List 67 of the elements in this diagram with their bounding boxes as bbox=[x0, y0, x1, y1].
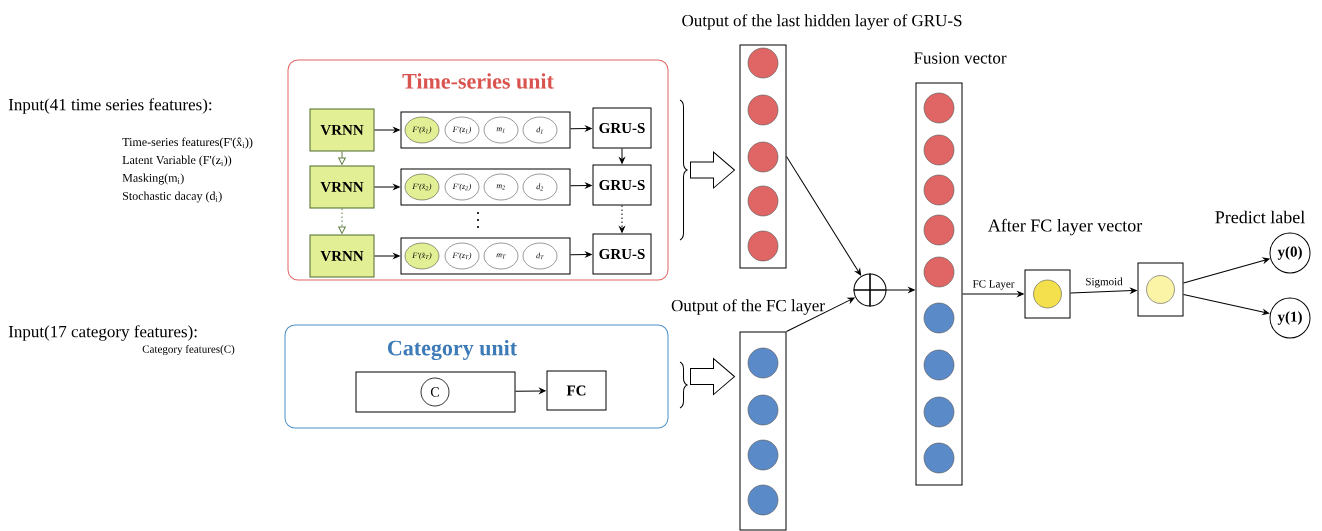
neuron-circle bbox=[747, 439, 779, 471]
layer-box: GRU-S bbox=[592, 164, 652, 206]
arrow bbox=[619, 205, 625, 233]
arrow bbox=[619, 148, 625, 164]
vrnn-box: VRNN bbox=[309, 108, 375, 152]
neuron-circle bbox=[923, 134, 955, 166]
arrow bbox=[570, 125, 592, 132]
neuron-circle bbox=[747, 230, 779, 262]
sum-symbol bbox=[852, 272, 888, 308]
column-heading: Output of the FC layer bbox=[671, 299, 825, 315]
arrow bbox=[338, 208, 346, 234]
neuron-circle bbox=[747, 347, 779, 379]
feature-row-box bbox=[400, 168, 571, 206]
text-label: Stochastic dacay (d$_{i}$) bbox=[123, 191, 222, 203]
neuron-circle bbox=[747, 484, 779, 516]
vrnn-box: VRNN bbox=[309, 165, 375, 209]
neuron-circle bbox=[923, 349, 955, 381]
arrow bbox=[570, 251, 592, 258]
neuron-circle bbox=[747, 394, 779, 426]
feature-row-box bbox=[400, 111, 571, 149]
layer-box: GRU-S bbox=[592, 233, 652, 275]
block-arrow bbox=[690, 151, 735, 189]
edge-label: Sigmoid bbox=[1084, 276, 1124, 289]
arrow bbox=[1183, 294, 1270, 315]
text-label: Latent Variable (F'(z$_{i}$)) bbox=[122, 155, 232, 167]
neuron-circle bbox=[747, 185, 779, 217]
arrow bbox=[886, 287, 915, 293]
arrow bbox=[786, 297, 855, 332]
text-label: Input(41 time series features): bbox=[8, 98, 212, 114]
layer-box: FC bbox=[546, 370, 607, 411]
arrow bbox=[786, 156, 862, 276]
neuron-circle bbox=[923, 396, 955, 428]
column-heading: Fusion vector bbox=[914, 52, 1007, 64]
arrow bbox=[570, 182, 592, 189]
arrow bbox=[338, 151, 346, 165]
arrow bbox=[374, 184, 400, 190]
neuron-circle bbox=[747, 94, 779, 126]
box-heading: After FC layer vector bbox=[987, 218, 1143, 236]
vrnn-box: VRNN bbox=[309, 234, 375, 278]
neuron-circle bbox=[923, 174, 955, 206]
feature-row-box bbox=[355, 371, 516, 413]
arrow bbox=[1070, 287, 1137, 294]
text-label: Input(17 category features): bbox=[8, 325, 197, 341]
neuron-circle bbox=[747, 47, 779, 79]
text-label: Category features(C) bbox=[142, 344, 235, 356]
arrow bbox=[962, 291, 1024, 297]
text-label: Masking(m$_{i}$) bbox=[122, 173, 184, 185]
neuron-circle bbox=[747, 141, 779, 173]
neuron-circle bbox=[1033, 279, 1062, 309]
arrow bbox=[1183, 257, 1270, 284]
feature-row-box bbox=[400, 237, 571, 275]
output-box bbox=[1137, 262, 1184, 317]
neuron-circle bbox=[923, 302, 955, 334]
neuron-circle bbox=[1146, 275, 1175, 304]
neuron-circle bbox=[923, 92, 955, 124]
edge-label: FC Layer bbox=[971, 279, 1016, 291]
neuron-circle bbox=[923, 256, 955, 288]
layer-box: GRU-S bbox=[592, 107, 652, 149]
neuron-circle bbox=[923, 214, 955, 246]
column-heading: Output of the last hidden layer of GRU-S bbox=[682, 14, 962, 30]
arrow bbox=[374, 253, 400, 259]
label-heading: Predict label bbox=[1215, 210, 1305, 224]
block-arrow bbox=[690, 358, 735, 395]
neuron-circle bbox=[923, 442, 955, 474]
arrow bbox=[374, 127, 400, 133]
arrow bbox=[515, 388, 546, 394]
text-label: Time-series features(F'(x̂$_{i}$)) bbox=[122, 137, 253, 149]
